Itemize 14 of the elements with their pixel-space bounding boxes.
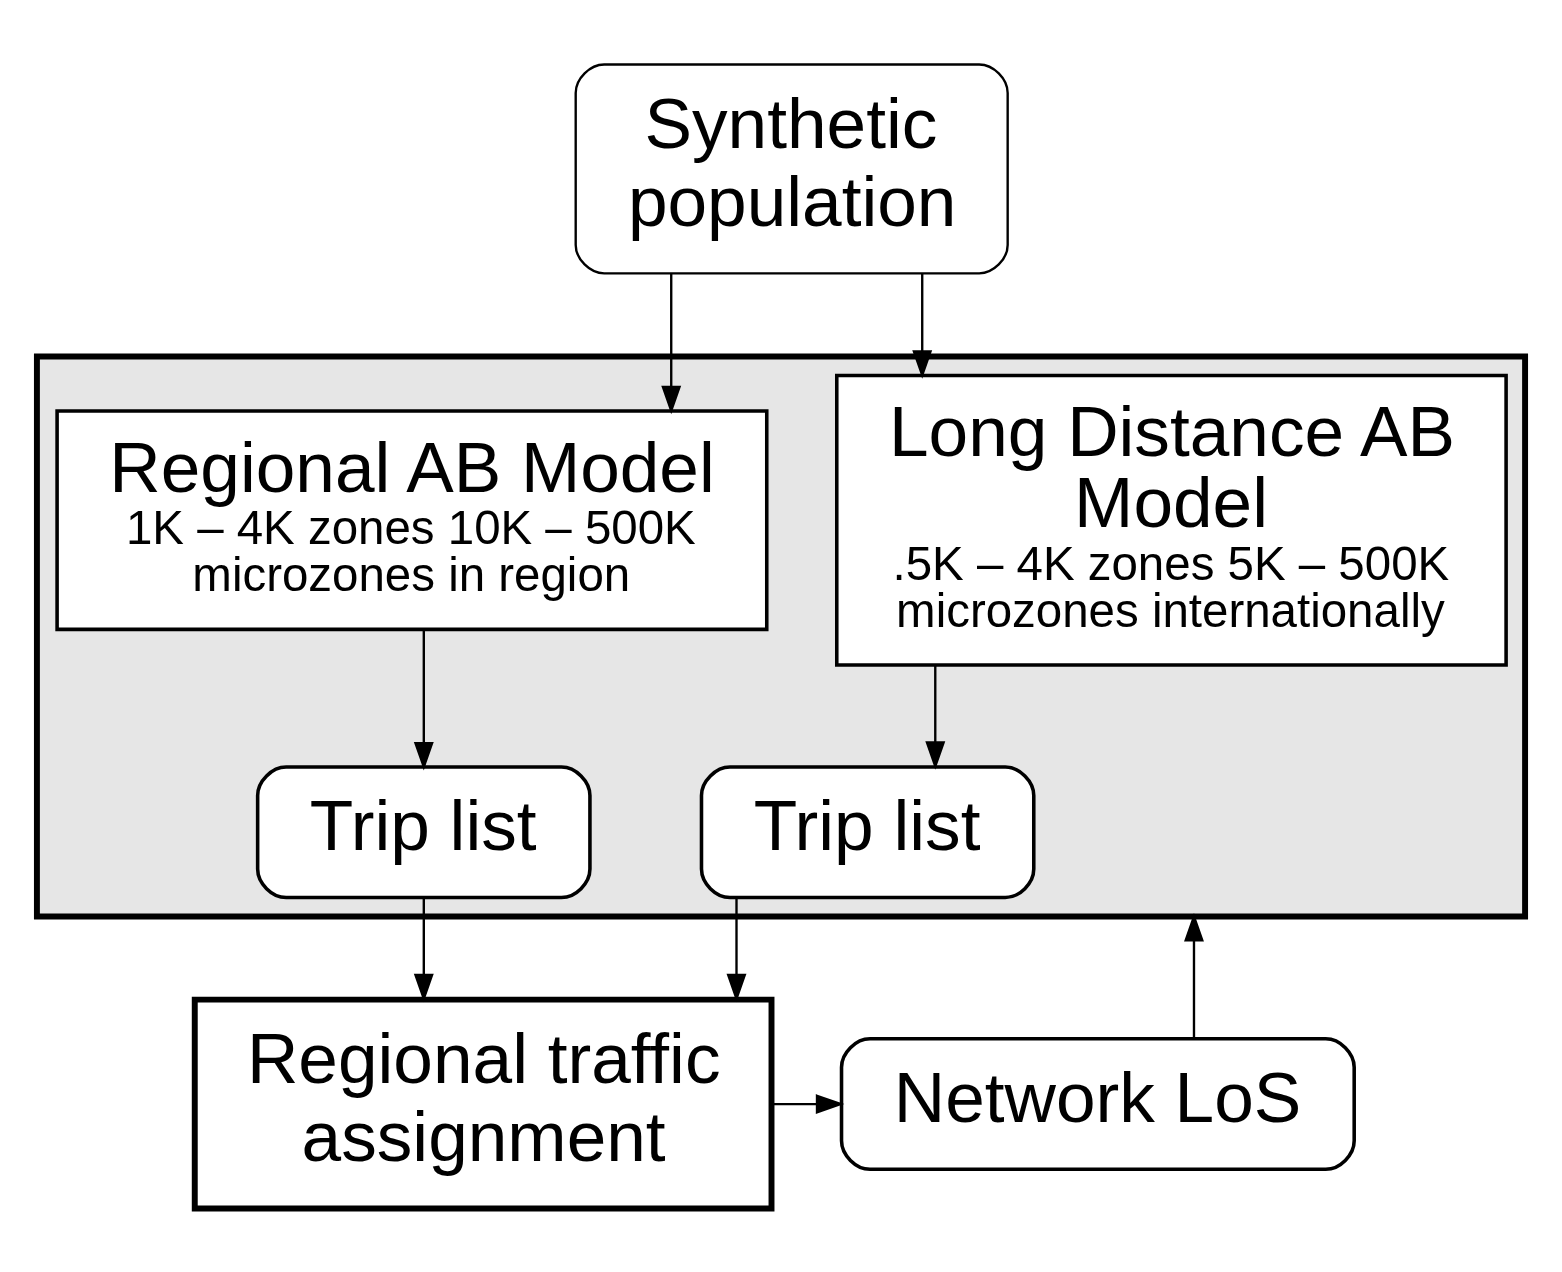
arrow	[661, 272, 682, 414]
node-box: Regional AB Model 1K – 4K zones 10K – 500K microzones in region	[55, 408, 769, 631]
cluster	[33, 352, 1529, 920]
arrow	[1184, 912, 1204, 1038]
arrow	[912, 272, 933, 379]
arrow	[413, 629, 434, 770]
node-box: Regional traffic assignment	[191, 996, 775, 1211]
node-box: Trip list	[699, 764, 1036, 899]
node-box: Long Distance AB Model .5K – 4K zones 5K – 500K microzones internationally	[835, 373, 1508, 667]
arrow	[771, 1093, 845, 1114]
node-box: Trip list	[255, 764, 592, 899]
node-box: Network LoS	[839, 1036, 1356, 1171]
node-box: Synthetic population	[574, 62, 1009, 275]
arrow	[925, 664, 946, 770]
